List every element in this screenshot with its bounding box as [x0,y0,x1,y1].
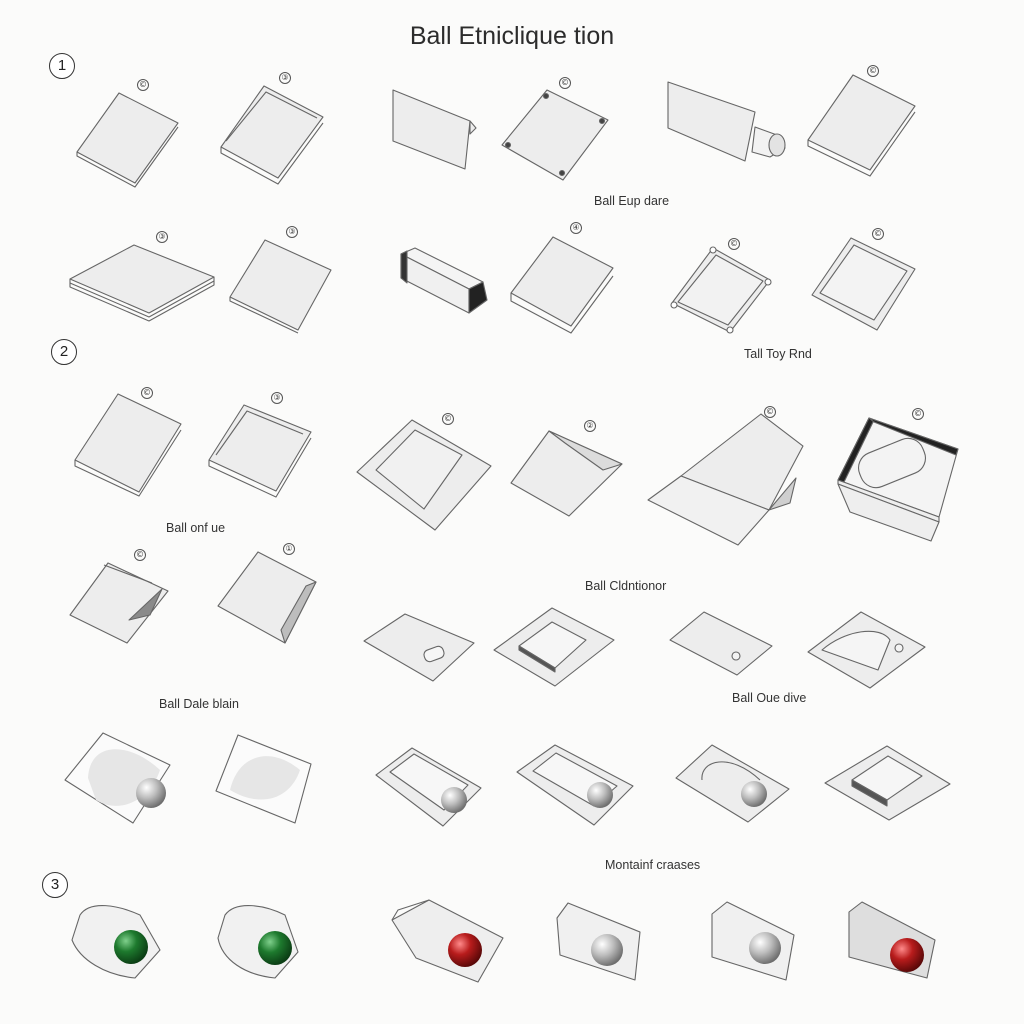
step-marker: © [559,77,571,89]
step-marker: ④ [570,222,582,234]
panel-4-5 [669,611,773,676]
step-marker: ③ [271,392,283,404]
step-marker: © [764,406,776,418]
caption: Tall Toy Rnd [744,347,812,361]
panel-2-5 [670,246,772,334]
panel-5-2 [215,734,312,824]
section-marker-1: 1 [49,53,75,79]
module-6-1 [71,904,161,979]
panel-2-4 [510,236,614,334]
caption: Ball Cldntionor [585,579,667,593]
step-marker: © [867,65,879,77]
panel-3-1 [74,393,182,497]
panel-5-3 [375,747,482,827]
panel-1-1 [76,92,179,188]
panel-2-3 [400,247,488,314]
panel-1-3 [392,89,477,170]
panel-3-5 [647,413,804,546]
panel-1-4 [501,89,609,181]
caption: Ball Dale blain [159,697,239,711]
step-marker: © [137,79,149,91]
panel-2-1 [69,244,215,322]
panel-4-6 [807,611,926,689]
panel-3-3 [356,419,492,531]
panel-1-6 [807,74,916,177]
module-6-6 [848,901,936,979]
module-6-2 [217,904,299,979]
step-marker: ③ [156,231,168,243]
caption: Montainf craases [605,858,701,872]
panel-5-6 [824,745,951,821]
panel-3-4 [510,430,623,517]
panel-3-6 [837,417,959,542]
section-marker-2: 2 [51,339,77,365]
panel-5-5 [675,744,790,823]
panel-2-2 [229,239,332,334]
step-marker: © [872,228,884,240]
diagram-title: Ball Etniclique tion [409,22,615,50]
panel-2-6 [811,237,916,331]
panel-4-4 [493,607,615,687]
panel-4-1 [69,562,169,644]
step-marker: ③ [286,226,298,238]
step-marker: ③ [279,72,291,84]
module-6-5 [711,901,795,981]
step-marker: © [912,408,924,420]
panel-4-3 [363,613,475,682]
caption: Ball Oue dive [732,691,807,705]
step-marker: © [134,549,146,561]
section-marker-3: 3 [42,872,68,898]
module-6-3 [391,899,504,983]
step-marker: © [442,413,454,425]
panel-5-4 [516,744,634,826]
step-marker: ② [584,420,596,432]
module-6-4 [556,902,641,981]
panel-1-5 [667,81,786,162]
panel-5-1 [64,732,171,824]
step-marker: © [728,238,740,250]
step-marker: © [141,387,153,399]
panel-4-2 [217,551,317,644]
panel-3-2 [208,404,312,498]
caption: Ball onf ue [166,521,226,535]
step-marker: ① [283,543,295,555]
panel-1-2 [220,85,324,185]
caption: Ball Eup dare [594,194,670,208]
